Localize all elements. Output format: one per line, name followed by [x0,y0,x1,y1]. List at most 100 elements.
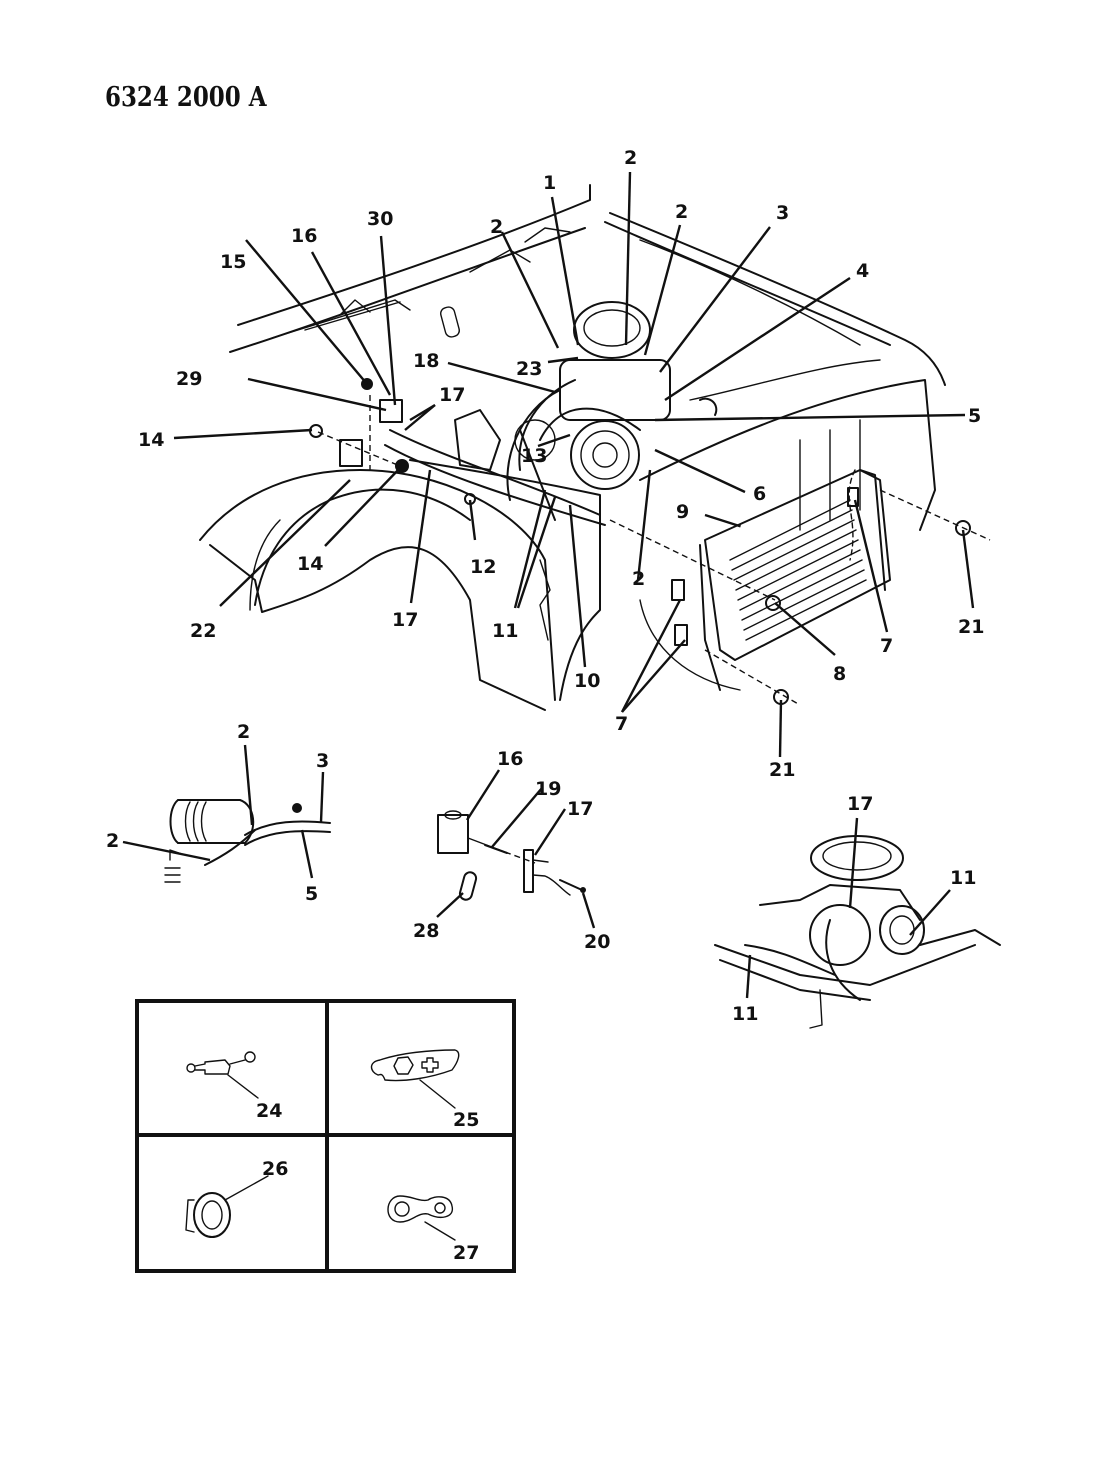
bracket [809,989,823,1029]
switch-knob [292,803,302,813]
callout-9: 9 [676,501,689,523]
callout-25: 25 [453,1109,479,1131]
drive-belt [539,407,641,441]
bracket-17-arms [532,859,571,896]
air-cleaner [810,835,904,881]
gasket-28 [458,871,478,901]
inset-cell-25: 25 [370,1049,479,1131]
callout-27: 27 [453,1242,479,1264]
expansion-valve-cap [444,810,462,820]
callout-29: 29 [176,368,202,390]
callout-2: 2 [490,216,503,238]
callout-2: 2 [632,568,645,590]
inset-cell-24: 24 [186,1051,282,1122]
firewall-bracket [339,439,363,467]
callout-5: 5 [968,405,981,427]
callout-28: 28 [413,920,439,942]
callout-6: 6 [753,483,766,505]
fastener-axis [609,519,776,601]
condenser-bracket [847,487,859,507]
receiver-drier-end [169,799,179,844]
frame-rail [719,959,871,1001]
clutch-hub [889,915,915,945]
air-cleaner-lid [583,309,641,347]
callout-22: 22 [190,620,216,642]
callout-2: 2 [237,721,250,743]
fender-lower-edge [209,544,546,711]
fender-lip [249,519,281,611]
seal-plate-hole [394,1201,410,1217]
cowl-vent [524,227,571,243]
discharge-line [384,444,606,526]
engine-block [559,359,671,421]
inset-cell-26: 26 [185,1158,288,1238]
receiver-drier-rings [184,801,207,842]
callout-13: 13 [521,445,547,467]
battery-tray [454,409,501,471]
receiver-drier [177,799,255,844]
callout-21: 21 [958,616,984,638]
cap-26-inner [201,1200,223,1230]
compressor-clutch [570,420,640,490]
callout-15: 15 [220,251,246,273]
callout-11: 11 [950,867,976,889]
hose-line [244,820,331,836]
callout-16: 16 [497,748,523,770]
seal-plate-hole [434,1202,446,1214]
inset-grid: 24 25 26 [135,999,516,1273]
cap-26-teeth [185,1199,195,1233]
clutch-pulley [879,905,925,955]
gasket-hex-hole [393,1056,414,1075]
callout-24: 24 [256,1100,282,1122]
main-view-labels: 1 2 2 2 2 3 4 5 6 7 7 8 9 10 11 12 13 14… [138,147,984,781]
callout-8: 8 [833,663,846,685]
suction-line [389,429,601,516]
valve-core-24 [186,1063,196,1073]
cowl-line [237,184,591,326]
pressure-switch [699,397,718,416]
valve-core-tip [244,1051,256,1063]
expansion-valve [379,399,403,423]
callout-14: 14 [138,429,164,451]
gasket-25 [370,1049,460,1082]
detail-engine-view: 17 11 11 [714,793,1001,1029]
radiator-outline [639,599,741,691]
drive-belt [519,429,556,521]
condenser-bracket [674,624,688,646]
condenser-fins [729,499,867,641]
callout-12: 12 [470,556,496,578]
figure-number: 6324 2000 A [105,82,267,113]
fastener-axis [704,649,801,706]
condenser-core [704,469,891,661]
radiator-support-ribs [799,419,861,531]
cowl-vent [304,301,401,331]
callout-17: 17 [439,384,465,406]
seal-plate-27 [387,1195,454,1223]
cap-26 [193,1192,231,1238]
fastener-axis [504,851,536,864]
callout-19: 19 [535,778,561,800]
callout-23: 23 [516,358,542,380]
condenser-side-tank [699,544,721,691]
fender-top-line [604,221,891,346]
refrigerant-hose [744,944,836,976]
valve-core-body [194,1059,231,1075]
inner-fender [409,459,601,701]
air-cleaner-lid [822,841,892,871]
hose-line [244,830,331,846]
bracket-plate [440,306,460,338]
callout-1: 1 [543,172,556,194]
valve-core-stem [229,1059,246,1065]
expansion-valve-block [437,814,469,854]
radiator-support [639,379,936,531]
stud-19 [484,844,508,854]
main-view-leaders [173,171,975,758]
cowl-line [229,227,586,353]
callout-7: 7 [615,713,628,735]
detail-valve-view: 16 19 17 28 20 [413,748,610,953]
engine-outline [759,884,921,921]
callout-3: 3 [776,202,789,224]
air-cleaner [573,301,651,359]
bracket-17 [523,849,534,893]
